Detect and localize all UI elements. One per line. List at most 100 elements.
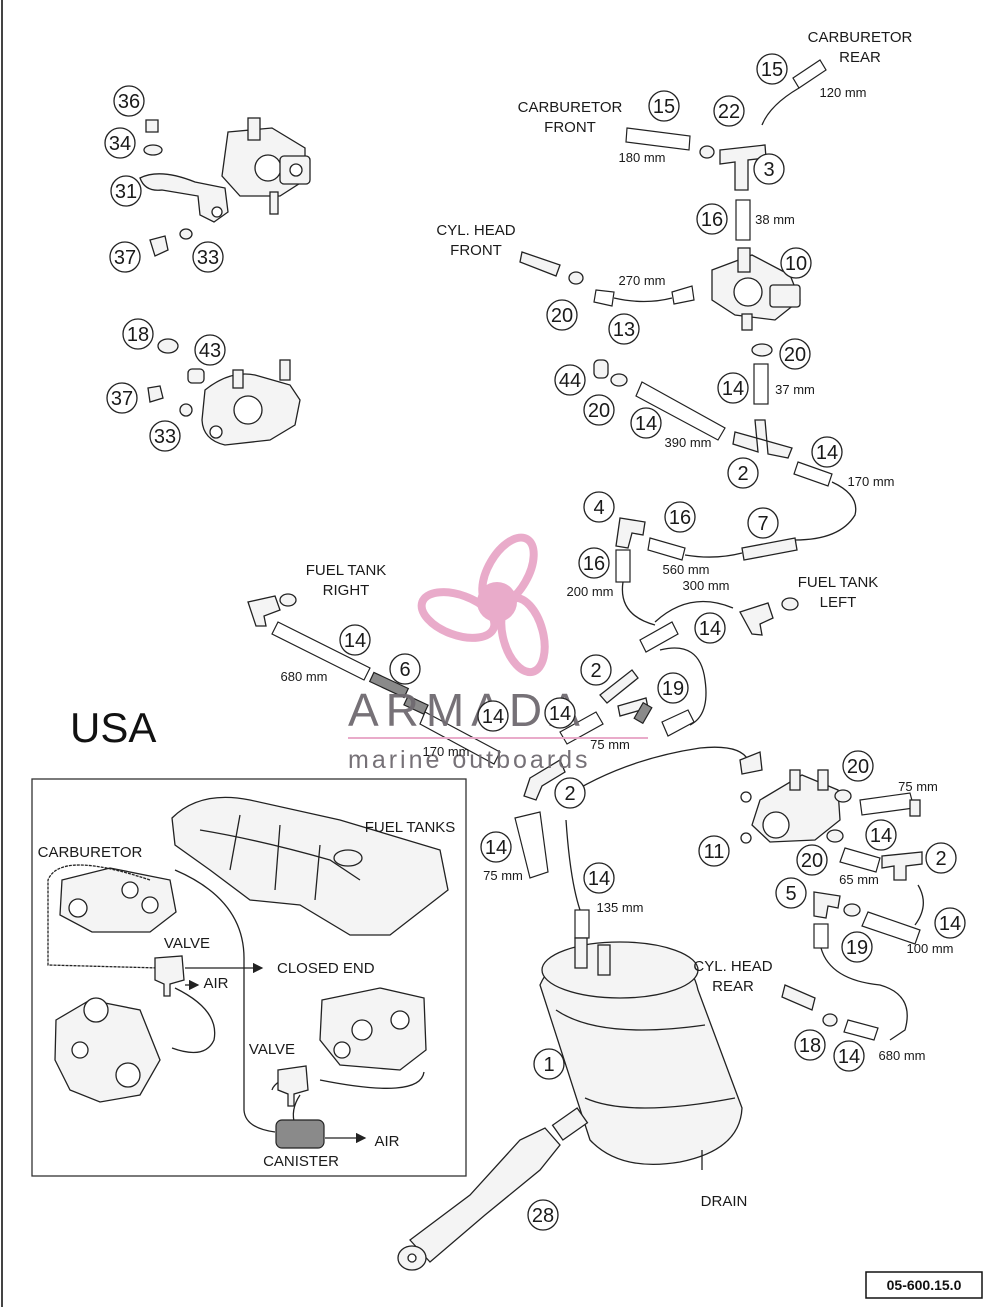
callout-11: 11	[698, 835, 730, 867]
callout-20: 19	[841, 931, 873, 963]
callout-6: 6	[389, 653, 421, 685]
callout-36: 36	[113, 85, 145, 117]
svg-text:4: 4	[593, 497, 604, 519]
document-code-box: 05-600.15.0	[865, 1271, 983, 1299]
callout-19: 20	[583, 394, 615, 426]
svg-text:3: 3	[763, 159, 774, 181]
upper-hose-routing	[519, 59, 857, 626]
callout-16: 16	[578, 547, 610, 579]
callout-16: 16	[664, 501, 696, 533]
label-cyl-head-rear-1: CYL. HEAD	[693, 958, 772, 975]
callout-22: 22	[713, 95, 745, 127]
callout-34: 33	[192, 241, 224, 273]
callout-14: 14	[480, 831, 512, 863]
label-fuel-tank-left-1: FUEL TANK	[798, 574, 879, 591]
svg-text:2: 2	[564, 783, 575, 805]
svg-text:10: 10	[785, 253, 807, 275]
label-cyl-head-front-1: CYL. HEAD	[436, 222, 515, 239]
svg-text:16: 16	[669, 507, 691, 529]
svg-text:14: 14	[939, 913, 961, 935]
svg-text:37: 37	[111, 388, 133, 410]
svg-text:20: 20	[784, 344, 806, 366]
svg-text:19: 19	[846, 937, 868, 959]
label-fuel-tank-left-2: LEFT	[820, 594, 857, 611]
callout-44: 44	[554, 364, 586, 396]
schematic-label-closed-end: CLOSED END	[277, 960, 375, 977]
middle-hose-routing	[247, 593, 799, 939]
svg-text:1: 1	[543, 1054, 554, 1076]
svg-text:14: 14	[722, 378, 744, 400]
dimension-label: 300 mm	[683, 578, 730, 593]
svg-text:44: 44	[559, 370, 581, 392]
callout-16: 16	[696, 203, 728, 235]
svg-text:22: 22	[718, 101, 740, 123]
system-schematic: CARBURETOR FUEL TANKS VALVE AIR CLOSED E…	[31, 778, 467, 1177]
callout-14: 14	[630, 407, 662, 439]
svg-text:11: 11	[704, 841, 725, 863]
svg-text:2: 2	[935, 848, 946, 870]
dimension-label: 100 mm	[907, 941, 954, 956]
drain-hose	[397, 1107, 589, 1271]
charcoal-canister	[539, 937, 743, 1170]
svg-text:18: 18	[799, 1035, 821, 1057]
region-label: USA	[70, 704, 156, 751]
valve-bracket-assembly	[139, 117, 311, 257]
callout-33: 34	[104, 127, 136, 159]
label-carburetor-front-1: CARBURETOR	[518, 99, 623, 116]
dimension-label: 37 mm	[775, 382, 815, 397]
callout-2: 2	[580, 654, 612, 686]
callout-4: 4	[583, 491, 615, 523]
svg-text:28: 28	[532, 1205, 554, 1227]
callout-14: 14	[583, 862, 615, 894]
svg-text:43: 43	[199, 340, 221, 362]
callout-19: 20	[842, 750, 874, 782]
callout-14: 14	[544, 697, 576, 729]
callout-34: 33	[149, 420, 181, 452]
dimension-label: 200 mm	[567, 584, 614, 599]
label-cyl-head-rear-2: REAR	[712, 978, 754, 995]
callout-28: 28	[527, 1199, 559, 1231]
document-code: 05-600.15.0	[887, 1277, 962, 1293]
svg-text:14: 14	[870, 825, 892, 847]
svg-text:14: 14	[482, 706, 504, 728]
schematic-label-valve: VALVE	[164, 935, 210, 952]
callout-15: 15	[648, 90, 680, 122]
svg-text:20: 20	[801, 850, 823, 872]
callout-20: 19	[657, 672, 689, 704]
callout-37: 37	[109, 241, 141, 273]
dimension-label: 120 mm	[820, 85, 867, 100]
svg-text:15: 15	[653, 96, 675, 118]
schematic-label-valve: VALVE	[249, 1041, 295, 1058]
dimension-labels: 120 mm 180 mm 38 mm 270 mm 37 mm 390 mm …	[281, 85, 954, 1063]
callout-14: 14	[477, 700, 509, 732]
callout-18: 18	[122, 318, 154, 350]
label-fuel-tank-right-2: RIGHT	[323, 582, 370, 599]
propeller-logo	[417, 533, 549, 677]
label-drain: DRAIN	[701, 1193, 748, 1210]
dimension-label: 390 mm	[665, 435, 712, 450]
svg-text:14: 14	[485, 837, 507, 859]
svg-text:14: 14	[588, 868, 610, 890]
callout-14: 14	[694, 612, 726, 644]
svg-text:14: 14	[838, 1046, 860, 1068]
watermark-brand: ARMADA	[348, 684, 587, 736]
svg-text:16: 16	[583, 553, 605, 575]
svg-text:36: 36	[118, 91, 140, 113]
callout-14: 14	[865, 819, 897, 851]
svg-text:6: 6	[399, 659, 410, 681]
svg-text:20: 20	[588, 400, 610, 422]
svg-text:19: 19	[662, 678, 684, 700]
svg-text:14: 14	[344, 630, 366, 652]
callout-10: 10	[780, 247, 812, 279]
dimension-label: 135 mm	[597, 900, 644, 915]
svg-text:13: 13	[613, 319, 635, 341]
callout-19: 20	[546, 299, 578, 331]
callout-15: 15	[756, 53, 788, 85]
callouts: 36 34 31 37 33 18 43 37 33 15 15 22 3 16…	[104, 53, 966, 1231]
dimension-label: 170 mm	[423, 744, 470, 759]
svg-text:14: 14	[635, 413, 657, 435]
label-carburetor-rear-2: REAR	[839, 49, 881, 66]
svg-text:5: 5	[785, 883, 796, 905]
callout-14: 14	[339, 624, 371, 656]
